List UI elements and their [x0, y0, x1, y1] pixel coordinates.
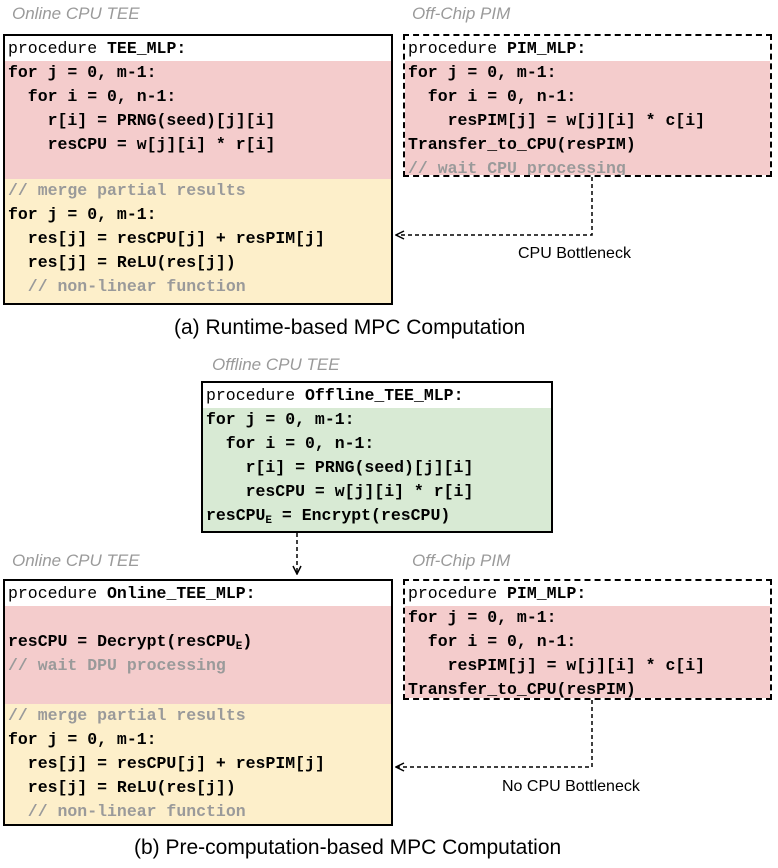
pim-mlp-section: for j = 0, m-1: for i = 0, n-1: resPIM[j… [405, 61, 770, 177]
online-tee-mlp-header: procedure Online_TEE_MLP: [5, 581, 391, 606]
code-line: res[j] = resCPU[j] + resPIM[j] [8, 754, 325, 773]
procedure-name: TEE_MLP [107, 39, 177, 58]
pim-mlp-header: procedure PIM_MLP: [405, 581, 770, 606]
procedure-name: Online_TEE_MLP [107, 584, 246, 603]
code-comment: // merge partial results [8, 181, 246, 200]
pim-mlp-section: for j = 0, m-1: for i = 0, n-1: resPIM[j… [405, 606, 770, 699]
encrypt-line: resCPUE = Encrypt(resCPU) [206, 504, 551, 528]
online-tee-mlp-merge-section: // merge partial results for j = 0, m-1:… [5, 704, 391, 824]
no-cpu-bottleneck-note: No CPU Bottleneck [502, 778, 640, 795]
offline-cpu-tee-label: Offline CPU TEE [212, 355, 340, 374]
encrypt-suffix: = Encrypt(resCPU) [272, 506, 451, 525]
procedure-name: PIM_MLP [507, 584, 577, 603]
code-line: for j = 0, m-1: [206, 410, 355, 429]
encrypt-prefix: resCPU [206, 506, 266, 525]
procedure-colon: : [576, 584, 587, 603]
code-line: resCPU = w[j][i] * r[i] [8, 135, 276, 154]
pim-to-cpu-arrow-a [396, 177, 593, 235]
code-line: r[i] = PRNG(seed)[j][i] [206, 458, 474, 477]
procedure-keyword: procedure [408, 39, 508, 58]
procedure-name: PIM_MLP [507, 39, 577, 58]
tee-mlp-box: procedure TEE_MLP: for j = 0, m-1: for i… [3, 34, 393, 305]
procedure-colon: : [453, 386, 464, 405]
code-comment: // wait CPU processing [408, 159, 626, 177]
procedure-colon: : [176, 39, 187, 58]
online-cpu-tee-label-a: Online CPU TEE [12, 4, 140, 23]
online-tee-mlp-box: procedure Online_TEE_MLP: resCPU = Decry… [3, 579, 393, 826]
encrypt-subscript: E [265, 515, 273, 527]
code-comment: // non-linear function [8, 802, 246, 821]
code-line: Transfer_to_CPU(resPIM) [408, 680, 636, 699]
procedure-colon: : [576, 39, 587, 58]
code-line: for i = 0, n-1: [8, 87, 177, 106]
offline-tee-mlp-section: for j = 0, m-1: for i = 0, n-1: r[i] = P… [203, 408, 551, 531]
code-line: res[j] = ReLU(res[j]) [8, 778, 236, 797]
decrypt-prefix: resCPU = Decrypt(resCPU [8, 632, 236, 651]
pim-mlp-box-b: procedure PIM_MLP: for j = 0, m-1: for i… [403, 579, 772, 700]
code-line: Transfer_to_CPU(resPIM) [408, 135, 636, 154]
tee-mlp-merge-section: // merge partial results for j = 0, m-1:… [5, 179, 391, 303]
online-tee-mlp-decrypt-section: resCPU = Decrypt(resCPUE) // wait DPU pr… [5, 606, 391, 704]
decrypt-line: resCPU = Decrypt(resCPUE) [8, 630, 391, 654]
online-cpu-tee-label-b: Online CPU TEE [12, 551, 140, 570]
caption-b: (b) Pre-computation-based MPC Computatio… [134, 836, 562, 859]
code-line: for j = 0, m-1: [8, 730, 157, 749]
offline-tee-mlp-box: procedure Offline_TEE_MLP: for j = 0, m-… [201, 381, 553, 533]
code-line: resPIM[j] = w[j][i] * c[i] [408, 656, 706, 675]
code-comment: // non-linear function [8, 277, 246, 296]
cpu-bottleneck-note: CPU Bottleneck [518, 245, 631, 262]
procedure-keyword: procedure [206, 386, 306, 405]
procedure-name: Offline_TEE_MLP [305, 386, 454, 405]
code-line: resCPU = w[j][i] * r[i] [206, 482, 474, 501]
code-line: for j = 0, m-1: [8, 205, 157, 224]
decrypt-subscript: E [235, 641, 243, 653]
code-comment: // wait DPU processing [8, 656, 226, 675]
tee-mlp-cpu-section: for j = 0, m-1: for i = 0, n-1: r[i] = P… [5, 61, 391, 179]
procedure-colon: : [245, 584, 256, 603]
procedure-keyword: procedure [408, 584, 508, 603]
code-line: r[i] = PRNG(seed)[j][i] [8, 111, 276, 130]
procedure-keyword: procedure [8, 584, 108, 603]
code-line: for i = 0, n-1: [206, 434, 375, 453]
code-line: res[j] = ReLU(res[j]) [8, 253, 236, 272]
caption-a: (a) Runtime-based MPC Computation [174, 316, 526, 339]
off-chip-pim-label-a: Off-Chip PIM [412, 4, 511, 23]
code-line: for i = 0, n-1: [408, 632, 577, 651]
code-comment: // merge partial results [8, 706, 246, 725]
tee-mlp-header: procedure TEE_MLP: [5, 36, 391, 61]
procedure-keyword: procedure [8, 39, 108, 58]
code-line: for j = 0, m-1: [408, 608, 557, 627]
code-line: for j = 0, m-1: [8, 63, 157, 82]
offline-tee-mlp-header: procedure Offline_TEE_MLP: [203, 383, 551, 408]
pim-mlp-box-a: procedure PIM_MLP: for j = 0, m-1: for i… [403, 34, 772, 177]
code-line: resPIM[j] = w[j][i] * c[i] [408, 111, 706, 130]
off-chip-pim-label-b: Off-Chip PIM [412, 551, 511, 570]
code-line: for i = 0, n-1: [408, 87, 577, 106]
code-line: res[j] = resCPU[j] + resPIM[j] [8, 229, 325, 248]
pim-to-cpu-arrow-b [396, 700, 593, 767]
code-line: for j = 0, m-1: [408, 63, 557, 82]
decrypt-suffix: ) [242, 632, 253, 651]
pim-mlp-header: procedure PIM_MLP: [405, 36, 770, 61]
